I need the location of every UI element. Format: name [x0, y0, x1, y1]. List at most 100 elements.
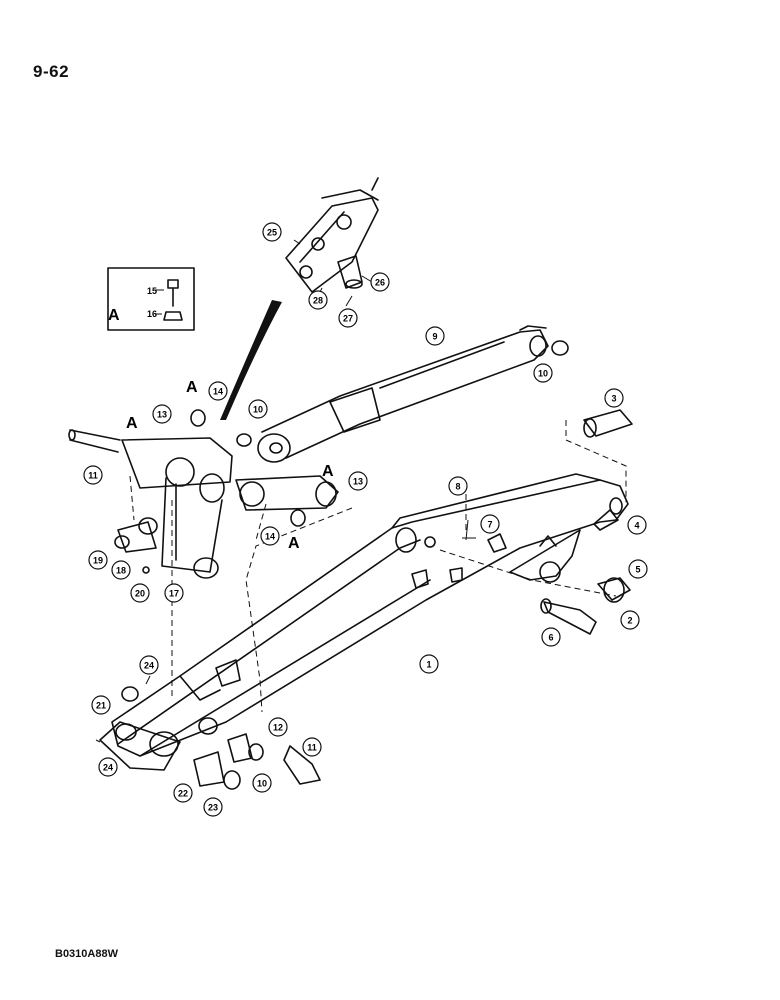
- callout-label: 14: [265, 532, 275, 542]
- section-letter-1: A: [186, 379, 198, 396]
- callout-8: 8: [448, 476, 468, 496]
- callout-circle: [541, 627, 561, 647]
- callout-label: 14: [213, 387, 223, 397]
- boom-arm: [99, 473, 629, 771]
- drawing-code: B0310A88W: [55, 948, 118, 960]
- callout-24b: 24: [98, 757, 118, 777]
- callout-26: 26: [370, 272, 390, 292]
- callout-label: 8: [455, 482, 460, 492]
- callout-label: 10: [253, 405, 263, 415]
- callout-15: 15: [147, 286, 157, 296]
- callout-13a: 13: [152, 404, 172, 424]
- callout-circle: [111, 560, 131, 580]
- callout-14a: 14: [208, 381, 228, 401]
- callout-circle: [252, 773, 272, 793]
- callout-7: 7: [480, 514, 500, 534]
- callout-label: 28: [313, 296, 323, 306]
- detail-leader: [220, 300, 282, 420]
- callout-14b: 14: [260, 526, 280, 546]
- callout-circle: [260, 526, 280, 546]
- callout-24a: 24: [139, 655, 159, 675]
- callout-19: 19: [88, 550, 108, 570]
- callout-label: 10: [257, 779, 267, 789]
- callout-circle: [139, 655, 159, 675]
- callout-label: 24: [144, 661, 154, 671]
- callout-22: 22: [173, 783, 193, 803]
- callout-label: 25: [267, 228, 277, 238]
- callout-circle: [130, 583, 150, 603]
- callout-18: 18: [111, 560, 131, 580]
- callout-2: 2: [620, 610, 640, 630]
- callout-circle: [98, 757, 118, 777]
- callout-10a: 10: [533, 363, 553, 383]
- callout-circle: [627, 515, 647, 535]
- callout-label: 3: [611, 394, 616, 404]
- lower-bushings: [95, 675, 321, 790]
- locator-lines: [129, 420, 627, 713]
- callout-label: 1: [426, 660, 431, 670]
- callout-label: 5: [635, 565, 640, 575]
- callout-label: 11: [307, 743, 317, 753]
- callout-circle: [348, 471, 368, 491]
- callout-circle: [308, 290, 328, 310]
- callout-circle: [164, 583, 184, 603]
- inset-a-box: [107, 267, 195, 331]
- callout-23: 23: [203, 797, 223, 817]
- callout-circle: [152, 404, 172, 424]
- callout-label: 9: [432, 332, 437, 342]
- callout-circle: [604, 388, 624, 408]
- callout-label: 7: [487, 520, 492, 530]
- callout-circle: [533, 363, 553, 383]
- callout-circle: [203, 797, 223, 817]
- pivot-fittings: [411, 519, 507, 589]
- callout-12: 12: [268, 717, 288, 737]
- callout-circle: [88, 550, 108, 570]
- callout-label: 23: [208, 803, 218, 813]
- callout-circle: [173, 783, 193, 803]
- hydraulic-cylinder: [236, 325, 569, 463]
- callout-circle: [208, 381, 228, 401]
- callout-label: 11: [88, 471, 98, 481]
- callout-label: 22: [178, 789, 188, 799]
- callout-label: 6: [548, 633, 553, 643]
- callout-1: 1: [419, 654, 439, 674]
- callout-label: 17: [169, 589, 179, 599]
- boom-mount-detail: [285, 177, 379, 307]
- callout-21: 21: [91, 695, 111, 715]
- callouts-layer: 1234567891010101111121313141417181920212…: [83, 222, 648, 817]
- callout-circle: [262, 222, 282, 242]
- callout-9: 9: [425, 326, 445, 346]
- callout-circle: [302, 737, 322, 757]
- callout-label: 2: [627, 616, 632, 626]
- callout-label: 10: [538, 369, 548, 379]
- page-number: 9-62: [33, 62, 70, 81]
- callout-label: 13: [353, 477, 363, 487]
- callout-11b: 11: [302, 737, 322, 757]
- callout-circle: [83, 465, 103, 485]
- callout-4: 4: [627, 515, 647, 535]
- callout-20: 20: [130, 583, 150, 603]
- section-letter-2: A: [126, 415, 138, 432]
- callout-label: 27: [343, 314, 353, 324]
- section-letter-3: A: [322, 463, 334, 480]
- pins-3-6: [540, 409, 633, 635]
- callout-label: 13: [157, 410, 167, 420]
- callout-circle: [91, 695, 111, 715]
- callout-11a: 11: [83, 465, 103, 485]
- callout-label: 19: [93, 556, 103, 566]
- callout-circle: [370, 272, 390, 292]
- callout-circle: [419, 654, 439, 674]
- callout-circle: [620, 610, 640, 630]
- callout-label: 21: [96, 701, 106, 711]
- inset-letter: A: [108, 307, 120, 324]
- callout-5: 5: [628, 559, 648, 579]
- callout-3: 3: [604, 388, 624, 408]
- callout-label: 4: [634, 521, 639, 531]
- callout-label: 12: [273, 723, 283, 733]
- callout-label: 24: [103, 763, 113, 773]
- link-assembly: [68, 409, 339, 579]
- callout-circle: [425, 326, 445, 346]
- callout-label: 18: [116, 566, 126, 576]
- callout-10c: 10: [252, 773, 272, 793]
